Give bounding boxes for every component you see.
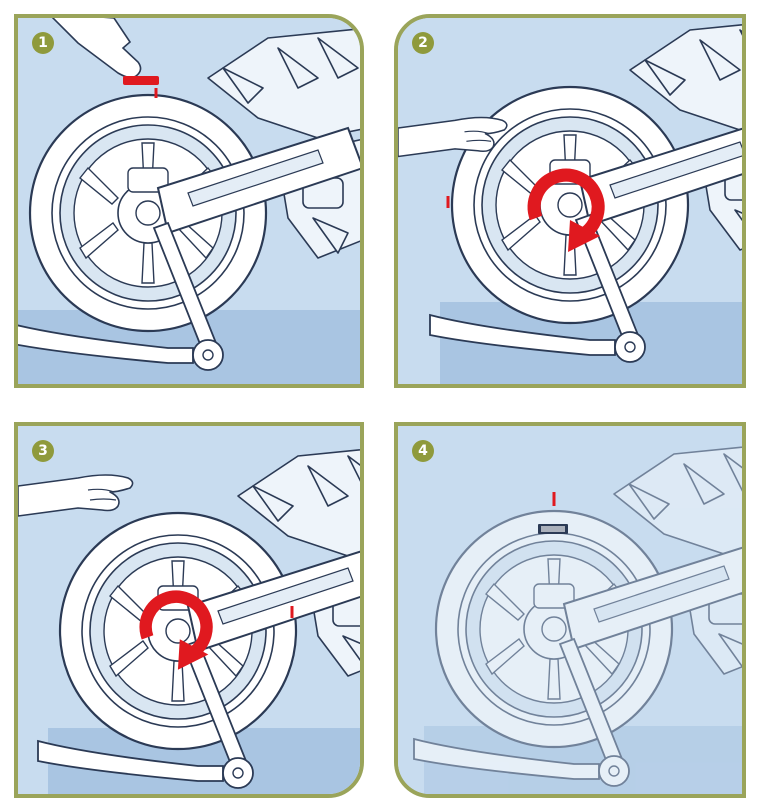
step-4-illustration: [398, 426, 742, 794]
step-number-badge: 1: [32, 32, 54, 54]
step-1-illustration: [18, 18, 360, 384]
step-number-badge: 4: [412, 440, 434, 462]
step-3-panel: 3: [14, 422, 364, 798]
step-4-panel: 4: [394, 422, 746, 798]
step-3-illustration: [18, 426, 360, 794]
step-2-illustration: [398, 18, 742, 384]
step-number-badge: 2: [412, 32, 434, 54]
step-2-panel: 2: [394, 14, 746, 388]
step-number-badge: 3: [32, 440, 54, 462]
tape-strip: [123, 76, 159, 85]
step-1-panel: 1: [14, 14, 364, 388]
